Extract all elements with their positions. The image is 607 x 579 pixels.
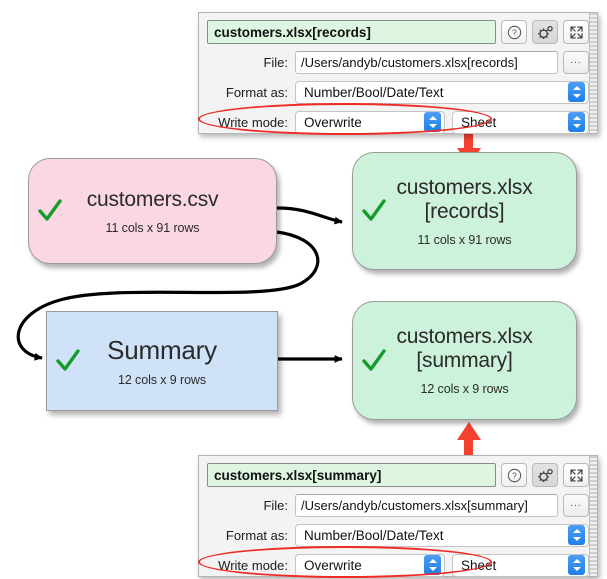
- chevron-updown-icon[interactable]: [568, 555, 585, 575]
- node-title: customers.csv: [86, 187, 219, 211]
- browse-button[interactable]: ...: [563, 493, 589, 517]
- file-label: File:: [263, 497, 288, 513]
- help-button[interactable]: ?: [501, 463, 527, 487]
- expand-button[interactable]: [563, 20, 589, 44]
- write-mode-value: Overwrite: [304, 557, 362, 573]
- callout-arrow-up: [457, 422, 481, 456]
- node-customers-csv[interactable]: customers.csv 11 cols x 91 rows: [28, 158, 277, 264]
- edge-csv-to-records: [276, 206, 343, 225]
- node-customers-xlsx-summary[interactable]: customers.xlsx [summary] 12 cols x 9 row…: [352, 301, 577, 420]
- settings-button[interactable]: [532, 463, 558, 487]
- node-title: Summary: [107, 334, 217, 365]
- file-path-input[interactable]: /Users/andyb/customers.xlsx[records]: [295, 50, 558, 74]
- node-subtitle: 11 cols x 91 rows: [417, 232, 512, 247]
- panel-header-row: customers.xlsx[records] ?: [207, 19, 589, 45]
- file-row: File: /Users/andyb/customers.xlsx[record…: [207, 49, 589, 75]
- panel-scrollbar[interactable]: [589, 456, 597, 576]
- green-check-icon: [362, 348, 386, 371]
- write-mode-select[interactable]: Overwrite: [295, 553, 445, 577]
- item-name-field[interactable]: customers.xlsx[records]: [207, 20, 496, 44]
- settings-button[interactable]: [532, 20, 558, 44]
- format-as-label: Format as:: [225, 84, 288, 100]
- chevron-updown-icon[interactable]: [424, 555, 441, 575]
- browse-button[interactable]: ...: [563, 50, 589, 74]
- chevron-updown-icon[interactable]: [568, 112, 585, 132]
- write-target-value: Sheet: [461, 557, 497, 573]
- help-button[interactable]: ?: [501, 20, 527, 44]
- green-check-icon: [362, 199, 386, 221]
- expand-arrows-icon: [569, 25, 583, 39]
- panel-scrollbar[interactable]: [589, 13, 597, 133]
- svg-text:?: ?: [512, 470, 517, 480]
- file-row: File: /Users/andyb/customers.xlsx[summar…: [207, 492, 589, 518]
- write-mode-row: Write mode: Overwrite Sheet: [207, 552, 589, 578]
- green-check-icon: [38, 199, 62, 221]
- format-as-select[interactable]: Number/Bool/Date/Text: [295, 80, 589, 104]
- chevron-updown-icon[interactable]: [568, 525, 585, 545]
- node-customers-xlsx-records[interactable]: customers.xlsx [records] 11 cols x 91 ro…: [352, 152, 577, 270]
- format-as-row: Format as: Number/Bool/Date/Text: [207, 79, 589, 105]
- green-check-icon: [56, 349, 80, 371]
- node-title: customers.xlsx [records]: [396, 175, 533, 223]
- node-subtitle: 11 cols x 91 rows: [105, 220, 200, 235]
- file-label: File:: [263, 54, 288, 70]
- write-target-select[interactable]: Sheet: [452, 110, 589, 134]
- format-as-label: Format as:: [225, 527, 288, 543]
- write-mode-label: Write mode:: [218, 557, 288, 573]
- question-circle-icon: ?: [507, 25, 521, 39]
- write-target-select[interactable]: Sheet: [452, 553, 589, 577]
- write-mode-row: Write mode: Overwrite Sheet: [207, 109, 589, 135]
- format-as-select[interactable]: Number/Bool/Date/Text: [295, 523, 589, 547]
- format-as-value: Number/Bool/Date/Text: [304, 527, 444, 543]
- node-summary[interactable]: Summary 12 cols x 9 rows: [46, 311, 278, 411]
- gear-icon: [537, 468, 553, 482]
- properties-panel-summary: customers.xlsx[summary] ?: [198, 455, 598, 577]
- gear-icon: [537, 25, 553, 39]
- panel-header-row: customers.xlsx[summary] ?: [207, 462, 589, 488]
- question-circle-icon: ?: [507, 468, 521, 482]
- write-mode-select[interactable]: Overwrite: [295, 110, 445, 134]
- write-mode-label: Write mode:: [218, 114, 288, 130]
- expand-arrows-icon: [569, 468, 583, 482]
- node-subtitle: 12 cols x 9 rows: [117, 372, 207, 387]
- file-path-input[interactable]: /Users/andyb/customers.xlsx[summary]: [295, 493, 558, 517]
- properties-panel-records: customers.xlsx[records] ?: [198, 12, 598, 134]
- write-mode-value: Overwrite: [304, 114, 362, 130]
- node-title: customers.xlsx [summary]: [396, 325, 533, 372]
- expand-button[interactable]: [563, 463, 589, 487]
- chevron-updown-icon[interactable]: [568, 82, 585, 102]
- svg-text:?: ?: [512, 27, 517, 37]
- format-as-value: Number/Bool/Date/Text: [304, 84, 444, 100]
- chevron-updown-icon[interactable]: [424, 112, 441, 132]
- node-subtitle: 12 cols x 9 rows: [420, 382, 509, 396]
- format-as-row: Format as: Number/Bool/Date/Text: [207, 522, 589, 548]
- item-name-field[interactable]: customers.xlsx[summary]: [207, 463, 496, 487]
- write-target-value: Sheet: [461, 114, 497, 130]
